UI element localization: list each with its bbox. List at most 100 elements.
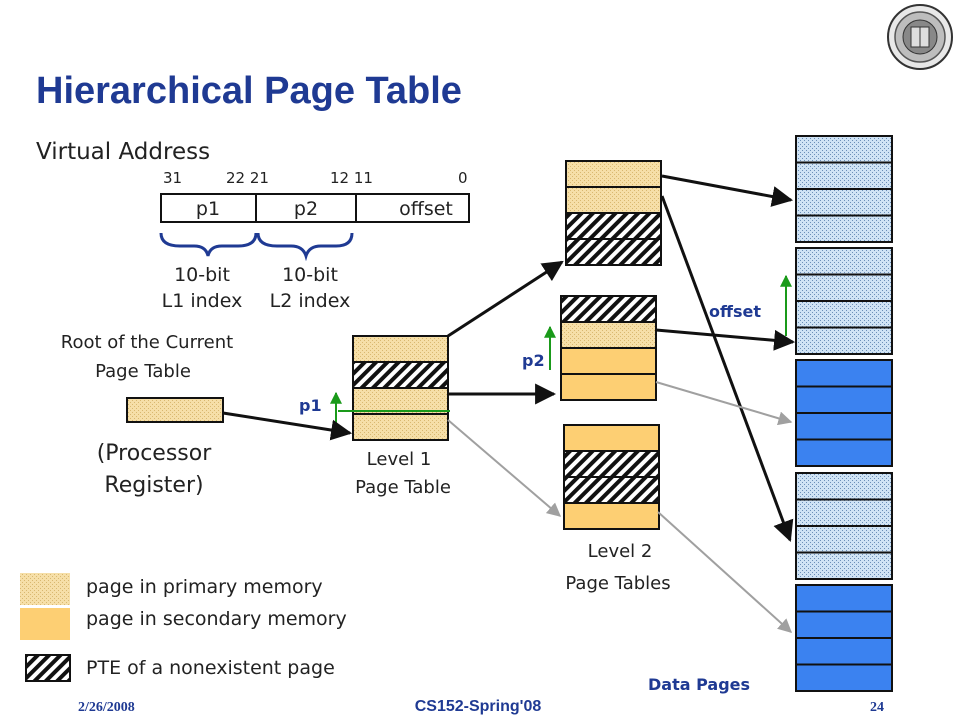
- data-page-5-entry-secondary: [795, 610, 893, 639]
- l2-table1-to-page1-arrow: [661, 174, 794, 207]
- level2-page-tables: [560, 160, 662, 530]
- level1-to-l2-table1-arrow: [447, 260, 564, 338]
- bit-label-31: 31: [163, 169, 182, 187]
- processor-register-line-2: Register): [104, 473, 203, 498]
- level1-to-l2-table3-arrow: [447, 419, 562, 517]
- level2-table-2-entry-nonexistent: [560, 295, 657, 323]
- data-page-5-entry-secondary: [795, 637, 893, 666]
- data-page-2-entry-primary: [795, 300, 893, 329]
- footer-date: 2/26/2008: [78, 700, 135, 715]
- data-pages: [795, 135, 893, 692]
- data-page-4-entry-primary: [795, 525, 893, 554]
- l2-index-brace: [256, 232, 354, 262]
- data-page-2: [795, 247, 893, 355]
- legend-label-secondary: page in secondary memory: [86, 608, 347, 630]
- level2-table-1-entry-nonexistent: [565, 238, 662, 266]
- processor-register-label: (Processor Register): [97, 441, 212, 498]
- p2-index-label: p2: [522, 351, 545, 370]
- data-page-5-entry-secondary: [795, 584, 893, 613]
- data-page-3-entry-secondary: [795, 438, 893, 467]
- footer-page-number: 24: [870, 700, 884, 715]
- level2-table-2: [560, 295, 657, 401]
- data-page-3-entry-secondary: [795, 359, 893, 388]
- root-label: Root of the Current Page Table: [61, 332, 233, 382]
- bit-label-22-21: 22 21: [226, 169, 269, 187]
- level2-table-3: [563, 424, 660, 530]
- level2-caption-line-1: Level 2: [588, 541, 653, 562]
- level1-caption-line-2: Page Table: [355, 477, 451, 498]
- level1-table: [352, 335, 449, 441]
- brace-labels: 10-bit L1 index 10-bit L2 index: [162, 264, 351, 312]
- l2-table2-to-page3-arrow: [655, 381, 793, 426]
- level2-table-3-entry-nonexistent: [563, 450, 660, 478]
- data-page-1-entry-primary: [795, 214, 893, 243]
- data-page-3: [795, 359, 893, 467]
- level2-table-2-entry-primary: [560, 321, 657, 349]
- level2-table-2-entry-secondary: [560, 373, 657, 401]
- legend-swatch-primary: [20, 573, 70, 605]
- offset-label: offset: [709, 302, 761, 321]
- data-pages-label: Data Pages: [648, 675, 750, 694]
- l2-index-label: L2 index: [270, 290, 351, 312]
- level2-caption-line-2: Page Tables: [565, 573, 670, 594]
- field-offset: offset: [399, 198, 453, 220]
- data-page-3-entry-secondary: [795, 412, 893, 441]
- legend-swatch-nonexistent: [25, 654, 71, 682]
- p1-index-label: p1: [299, 396, 322, 415]
- level2-table-1-entry-primary: [565, 186, 662, 214]
- level2-table-3-entry-secondary: [563, 502, 660, 530]
- bit-label-0: 0: [458, 169, 468, 187]
- l2-table2-to-page2-arrow: [655, 328, 796, 351]
- level2-caption: Level 2 Page Tables: [565, 541, 670, 594]
- processor-register-line-1: (Processor: [97, 441, 212, 466]
- level1-page-table: [352, 335, 449, 441]
- data-page-4-entry-primary: [795, 551, 893, 580]
- level1-caption: Level 1 Page Table: [355, 449, 451, 498]
- field-p1: p1: [196, 198, 220, 220]
- level2-table-3-entry-nonexistent: [563, 476, 660, 504]
- level1-caption-line-1: Level 1: [367, 449, 432, 470]
- university-seal-icon: [887, 4, 953, 70]
- data-page-1-entry-primary: [795, 188, 893, 217]
- legend-swatch-secondary: [20, 608, 70, 640]
- legend-label-primary: page in primary memory: [86, 576, 323, 598]
- bit-label-12-11: 12 11: [330, 169, 373, 187]
- root-register: [126, 397, 224, 423]
- l2-table3-to-page5-arrow: [657, 511, 793, 633]
- level2-table-1-entry-primary: [565, 160, 662, 188]
- data-page-5: [795, 584, 893, 692]
- root-label-line-1: Root of the Current: [61, 332, 233, 353]
- l2-bits-label: 10-bit: [282, 264, 338, 286]
- data-page-5-entry-secondary: [795, 663, 893, 692]
- legend-label-nonexistent: PTE of a nonexistent page: [86, 657, 335, 679]
- l1-index-label: L1 index: [162, 290, 243, 312]
- level2-table-1-entry-nonexistent: [565, 212, 662, 240]
- data-page-2-entry-primary: [795, 326, 893, 355]
- legend: page in primary memory page in secondary …: [20, 573, 347, 682]
- root-label-line-2: Page Table: [95, 361, 191, 382]
- data-page-2-entry-primary: [795, 247, 893, 276]
- data-page-1: [795, 135, 893, 243]
- virtual-address-register: p1 p2 offset: [160, 193, 470, 223]
- index-braces: [159, 232, 354, 262]
- data-page-2-entry-primary: [795, 273, 893, 302]
- level2-table-3-entry-secondary: [563, 424, 660, 452]
- virtual-address-label: Virtual Address: [36, 139, 210, 165]
- level1-table-entry-primary: [352, 335, 449, 363]
- level1-table-entry-primary: [352, 387, 449, 415]
- data-page-3-entry-secondary: [795, 385, 893, 414]
- l1-index-brace: [159, 232, 258, 257]
- l1-bits-label: 10-bit: [174, 264, 230, 286]
- pointer-arrows: [222, 174, 796, 633]
- footer-course: CS152-Spring'08: [415, 698, 542, 715]
- data-page-4-entry-primary: [795, 472, 893, 501]
- level1-table-entry-nonexistent: [352, 361, 449, 389]
- data-page-4-entry-primary: [795, 498, 893, 527]
- page-title: Hierarchical Page Table: [36, 70, 462, 112]
- bit-position-labels: 31 22 21 12 11 0: [163, 169, 468, 187]
- field-p2: p2: [294, 198, 318, 220]
- l2-table1-to-page4-arrow: [660, 195, 794, 542]
- data-page-4: [795, 472, 893, 580]
- data-page-1-entry-primary: [795, 135, 893, 164]
